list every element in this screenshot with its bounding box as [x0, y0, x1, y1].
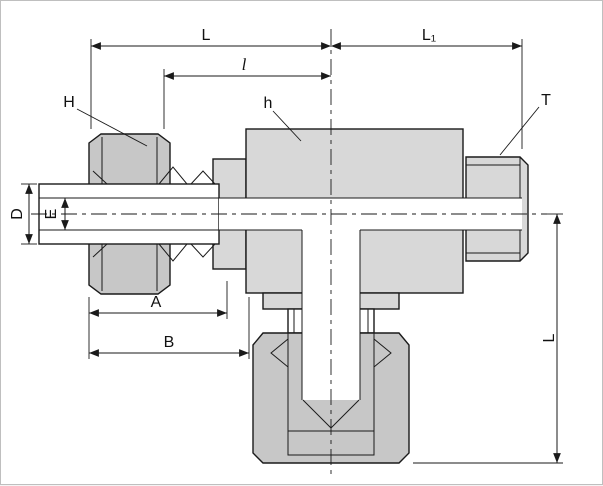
dim-label-thread: T — [541, 92, 551, 109]
front-ferrule-bottom-shape — [157, 243, 189, 262]
dim-label-tube-od: D — [9, 208, 26, 220]
nut-chamfer-bottom-line — [92, 243, 108, 258]
leader-line-h — [272, 110, 302, 142]
back-ferrule-bottom-shape — [189, 243, 217, 258]
dim-label-branch-length: L — [541, 333, 558, 342]
dim-label-nut-hex: H — [63, 94, 75, 111]
bottom-ferrule-right-shape — [373, 337, 392, 369]
dim-label-nut-length: A — [151, 294, 162, 311]
back-ferrule-top-shape — [189, 170, 217, 185]
dim-label-tube-bore: E — [43, 209, 60, 220]
dim-label-center-to-nut: l — [242, 55, 247, 74]
dim-label-run-length: L — [202, 27, 211, 44]
nut-chamfer-top-line — [92, 170, 108, 185]
front-ferrule-top-shape — [157, 166, 189, 185]
branch-cone-right-line — [330, 399, 360, 429]
dim-label-body-hex: h — [264, 95, 273, 112]
bottom-ferrule-left-shape — [270, 337, 289, 369]
leader-line-H — [76, 108, 148, 147]
branch-cone-left-line — [302, 399, 332, 429]
leader-line-T — [499, 106, 540, 156]
dim-label-run-length-right: L₁ — [422, 27, 436, 44]
dim-label-to-body-face: B — [164, 334, 175, 351]
